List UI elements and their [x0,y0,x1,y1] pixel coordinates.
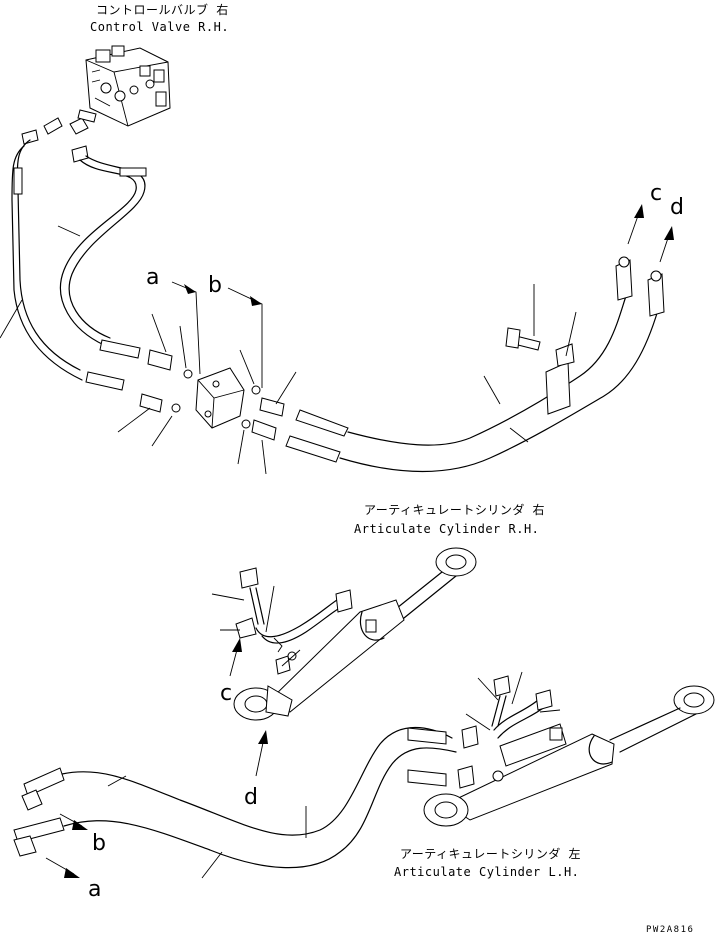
callout-c-mid-letter: c [220,681,232,706]
callout-b-top-letter: b [208,273,222,298]
cylinder-rh-fittings [211,567,353,675]
callout-a-bottom-letter: a [88,877,101,902]
cylinder-rh-label-en: Articulate Cylinder R.H. [354,522,539,536]
callout-c-mid: c [220,638,242,706]
lower-hoses [13,726,457,879]
drawing-code: PW2A816 [646,925,694,935]
callout-c-top-letter: c [650,181,662,206]
clamp-bracket [483,284,577,443]
callout-a-bottom: a [45,857,101,902]
leader-lines-upper [0,225,297,475]
cylinder-lh [423,685,715,827]
callout-d-mid-letter: d [244,785,258,810]
cylinder-rh [233,547,477,721]
callout-d-mid: d [244,730,268,810]
cylinder-lh-label-en: Articulate Cylinder L.H. [394,865,579,879]
callout-a-top-letter: a [146,265,159,290]
control-valve-block [85,45,171,127]
hose-end-fittings [85,339,193,413]
callout-b-bottom: b [59,813,106,856]
callout-d-top: d [659,195,684,263]
callout-d-top-letter: d [670,195,684,220]
callout-b-bottom-letter: b [92,831,106,856]
cylinder-lh-fittings [407,671,561,789]
long-hoses-right [285,256,665,473]
cylinder-rh-label-jp: アーティキュレートシリンダ 右 [364,502,545,517]
upper-hoses [11,139,147,381]
valve-fittings [21,109,97,163]
cylinder-lh-label-jp: アーティキュレートシリンダ 左 [400,846,581,861]
distribution-block [195,367,285,441]
callout-c-top: c [627,181,662,245]
control-valve-label-en: Control Valve R.H. [90,20,229,34]
callout-b-top: b [208,273,263,388]
control-valve-label-jp: コントロールバルブ 右 [96,2,229,17]
callout-a-top: a [146,265,201,375]
